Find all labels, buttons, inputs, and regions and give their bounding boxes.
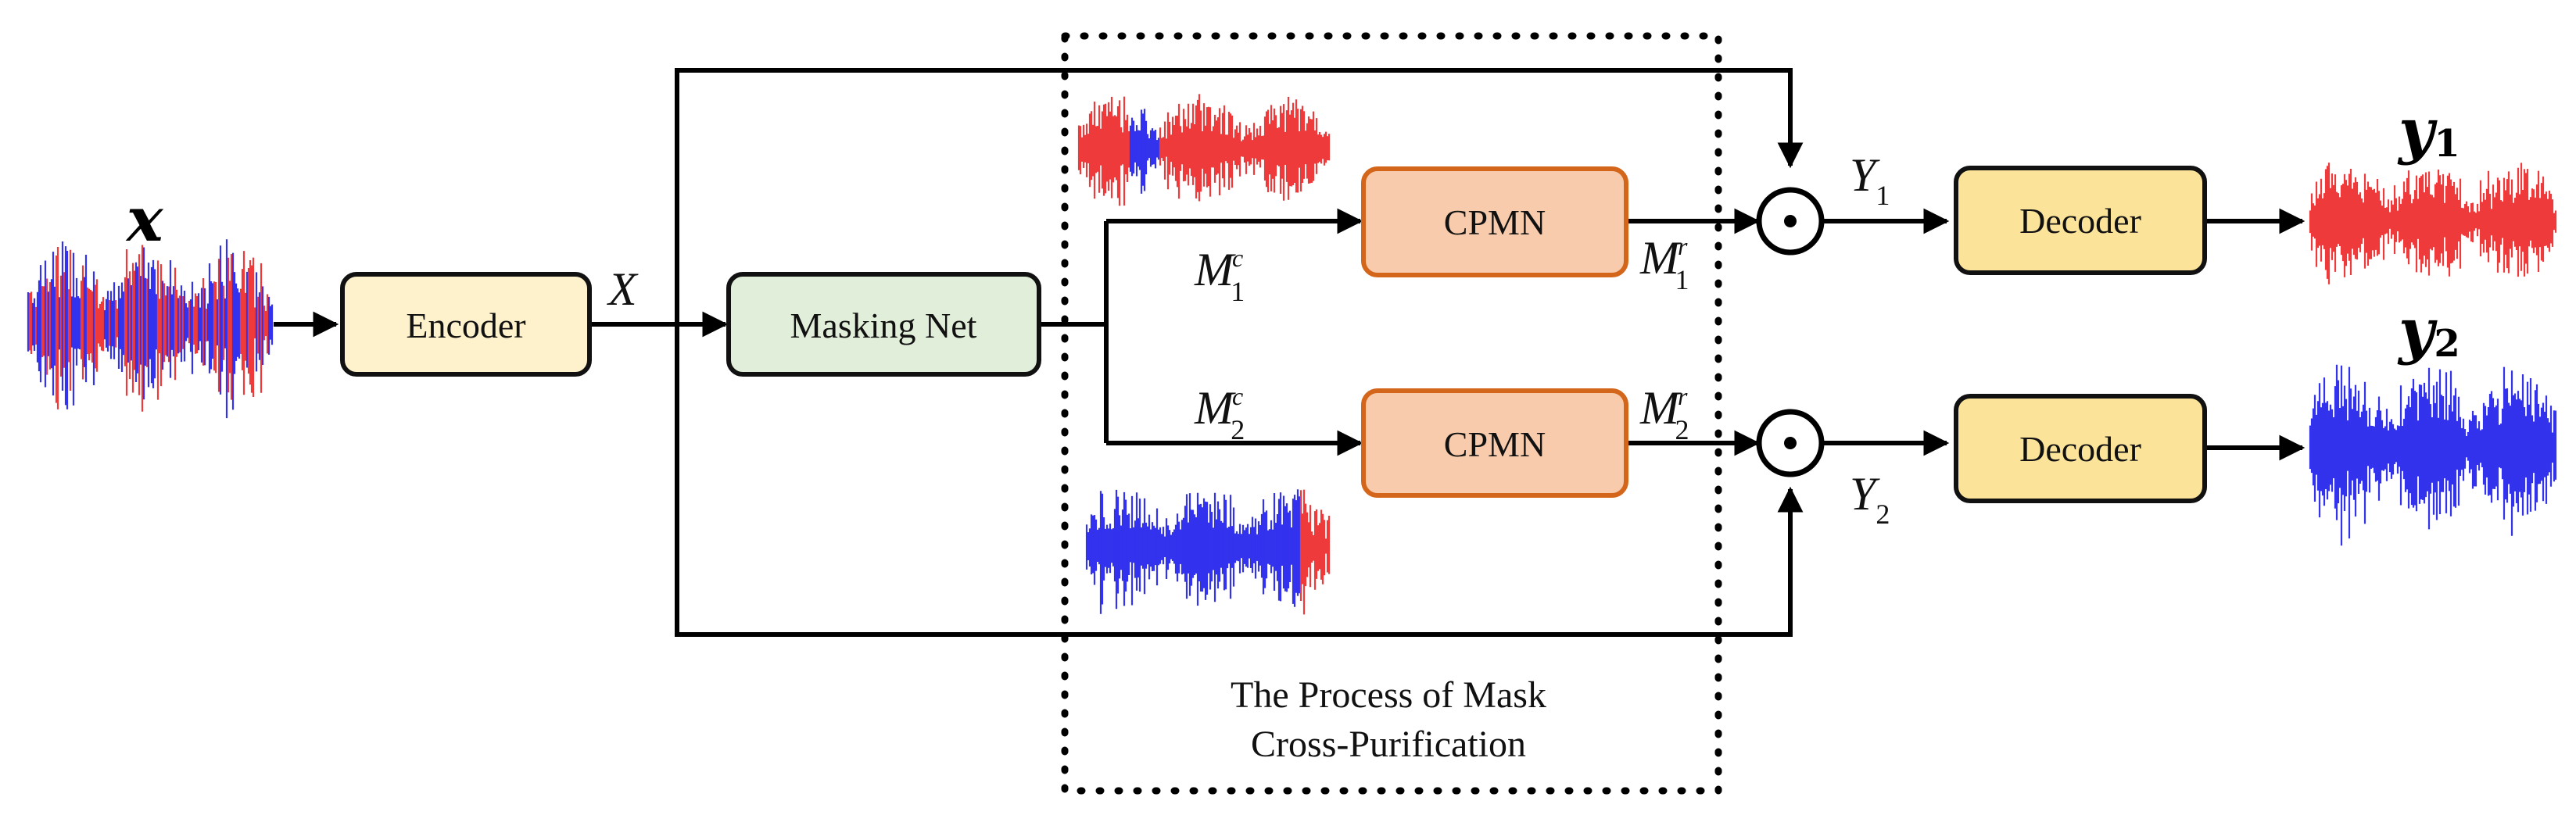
caption-line-2: Cross-Purification	[1251, 724, 1526, 765]
branch-trunk	[1040, 221, 1109, 327]
decoder-block-1	[1954, 166, 2207, 275]
separated-y2-label: y2	[2397, 295, 2460, 366]
skip-path-top	[675, 68, 1804, 324]
mask2-waveform	[1085, 489, 1331, 615]
masking-net-label: Masking Net	[790, 306, 977, 345]
cpmn-block-1	[1361, 166, 1628, 277]
cpmn-label-2: CPMN	[1444, 424, 1546, 464]
mask-cross-purification-region	[1061, 32, 1722, 795]
decoder-label-2: Decoder	[2019, 429, 2141, 469]
masking-net-block	[726, 272, 1041, 377]
multiply-node-1	[1756, 187, 1825, 256]
encoder-label: Encoder	[406, 306, 525, 345]
mask1-waveform	[1077, 94, 1331, 206]
separated-y1-label: y1	[2397, 95, 2460, 166]
output-y2-label: Y2	[1850, 468, 1890, 530]
input-signal-label: x	[125, 184, 164, 256]
cpmn-label-1: CPMN	[1444, 202, 1546, 242]
multiply-node-2	[1756, 409, 1825, 477]
encoder-block	[340, 272, 592, 377]
output2-waveform	[2309, 364, 2557, 546]
decoder-label-1: Decoder	[2019, 201, 2141, 241]
decoder-block-2	[1954, 394, 2207, 503]
multiply-dot-icon	[1784, 437, 1797, 449]
encoded-label: X	[607, 263, 639, 315]
multiply-dot-icon	[1784, 215, 1797, 227]
caption-line-1: The Process of Mask	[1231, 674, 1546, 716]
connections	[274, 68, 2306, 637]
input-waveform	[27, 239, 274, 419]
cpmn-block-2	[1361, 388, 1628, 498]
output1-waveform	[2309, 163, 2557, 284]
output-y1-label: Y1	[1850, 149, 1890, 211]
skip-path-bottom	[675, 324, 1804, 637]
